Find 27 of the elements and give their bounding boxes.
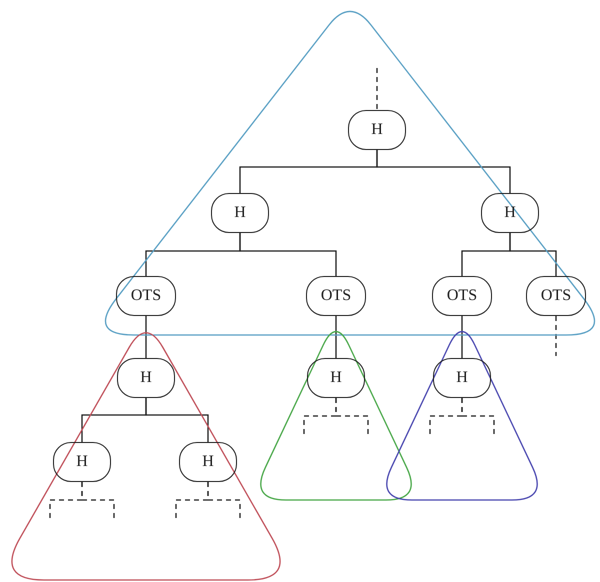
process-box: H — [433, 358, 491, 398]
connector-line — [81, 482, 115, 518]
process-box: H — [53, 442, 111, 482]
connector-line — [461, 398, 495, 434]
connector-line — [335, 398, 369, 434]
connector-line — [207, 482, 241, 518]
process-box: H — [117, 358, 175, 398]
connector-line — [239, 233, 337, 276]
process-box: H — [348, 110, 406, 150]
connector-line — [145, 398, 209, 442]
process-box: H — [179, 442, 237, 482]
connector-line — [555, 316, 557, 356]
group-outline — [259, 330, 412, 501]
process-box: OTS — [526, 276, 586, 316]
process-box: OTS — [116, 276, 176, 316]
process-box: OTS — [306, 276, 366, 316]
connector-line — [509, 233, 557, 276]
connector-line — [376, 68, 378, 110]
process-box: H — [307, 358, 365, 398]
group-outline — [104, 10, 596, 336]
group-outline — [385, 330, 538, 501]
connector-line — [376, 150, 511, 193]
group-outline — [10, 331, 281, 581]
process-box: H — [211, 193, 269, 233]
process-box: H — [481, 193, 539, 233]
process-box: OTS — [432, 276, 492, 316]
connector-line — [145, 316, 147, 358]
